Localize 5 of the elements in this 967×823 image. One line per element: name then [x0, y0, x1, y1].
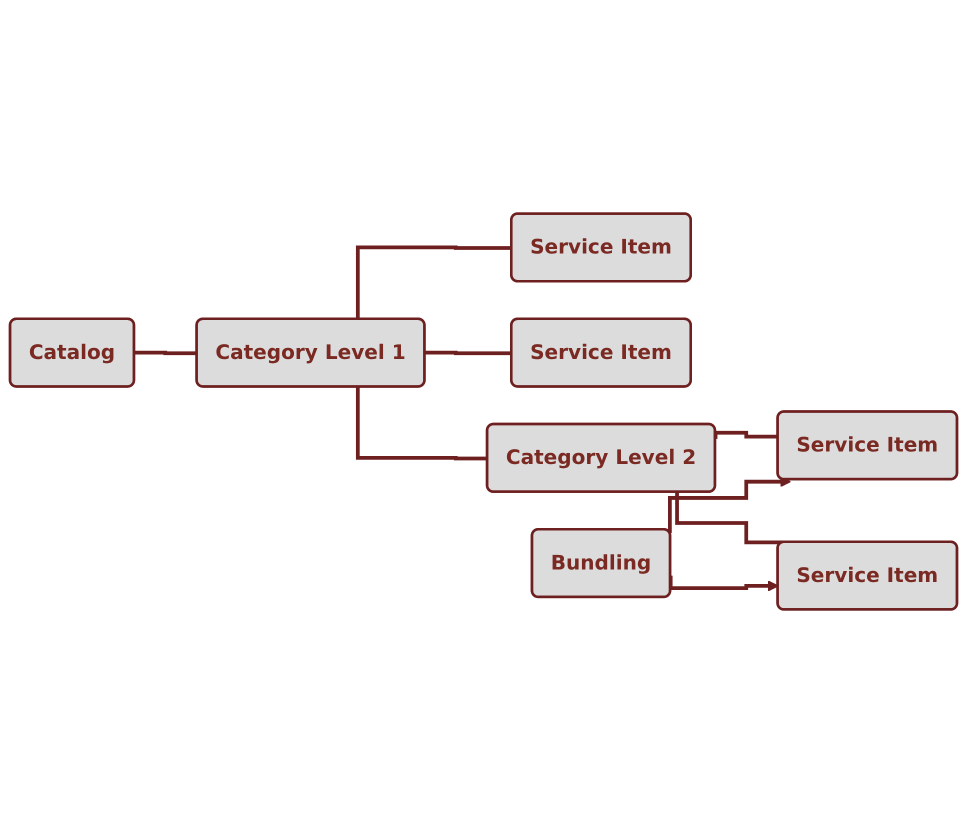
- connector: [714, 430, 778, 439]
- connector: [356, 246, 512, 320]
- connector: [356, 387, 488, 460]
- connector: [423, 350, 512, 356]
- connector: [132, 350, 198, 356]
